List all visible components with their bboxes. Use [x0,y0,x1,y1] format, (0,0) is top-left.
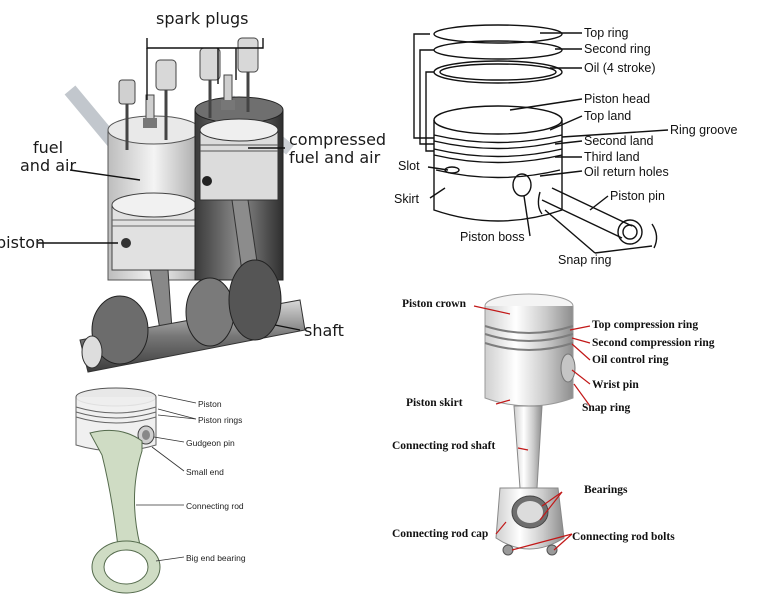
piston-pin [541,187,643,245]
pa-label-wrist-pin: Wrist pin [592,379,639,391]
pa-label-oil-control-ring: Oil control ring [592,354,669,366]
pa-label-second-compression-ring: Second compression ring [592,337,715,349]
connecting-rod-illustration [60,385,260,607]
label-third-land: Third land [584,150,640,164]
piston-rings-panel: Top ring Second ring Oil (4 stroke) Pist… [390,10,783,280]
left-piston-pin [121,238,131,248]
left-connecting-rod [149,269,173,331]
label-fuel-and-air: fuel and air [289,148,381,167]
pa-label-top-compression-ring: Top compression ring [592,319,699,331]
piston-assembly-illustration [392,288,783,580]
piston-rings-leaders [413,32,669,254]
piston-rings-drawing [413,24,669,254]
snap-ring-left [537,191,543,215]
pa-label-piston-crown: Piston crown [402,298,466,310]
right-piston [199,129,279,201]
piston-boss [512,173,532,197]
pa-label-bearings: Bearings [584,484,628,496]
left-piston-crown [111,192,197,218]
pa-label-connecting-rod-cap: Connecting rod cap [392,528,489,540]
label-top-ring: Top ring [584,26,629,40]
pa-bolt-right [546,544,558,556]
label-top-land: Top land [584,109,632,123]
label-slot: Slot [398,159,420,173]
label-oil-ring: Oil (4 stroke) [584,61,656,75]
label-snap-ring: Snap ring [558,253,612,267]
label-ring-groove: Ring groove [670,123,738,137]
valve-mid [155,59,177,140]
pa-leaders [473,305,591,551]
valve-right-1 [199,47,221,118]
label-skirt: Skirt [394,192,419,206]
spark-plug-left [143,94,157,128]
cr-label-piston: Piston [198,399,222,409]
label-piston-head: Piston head [584,92,651,106]
label-piston-boss: Piston boss [460,230,525,244]
pa-wrist-pin [560,353,576,383]
pa-label-connecting-rod-shaft: Connecting rod shaft [392,440,496,452]
piston-head [433,105,563,135]
crank-web-left [91,295,149,365]
pa-bolt-left [502,544,514,556]
snap-ring-right [651,223,658,249]
label-piston: piston [0,233,46,252]
label-oil-return-holes: Oil return holes [584,165,669,179]
label-second-ring: Second ring [584,42,651,56]
pa-label-piston-skirt: Piston skirt [406,397,463,409]
engine-cutaway-illustration [38,37,306,373]
cr-label-small-end: Small end [186,467,224,477]
engine-cutaway-panel: spark plugs fuel and air compressed fuel… [0,0,392,385]
cr-label-big-end-bearing: Big end bearing [186,553,246,563]
cr-rod [89,429,143,548]
piston-body [433,120,563,222]
label-spark-plugs: spark plugs [156,9,249,28]
valve-right-2 [237,37,259,112]
cr-label-gudgeon-pin: Gudgeon pin [186,438,235,448]
label-and-air: and air [20,156,77,175]
pa-label-snap-ring: Snap ring [582,402,631,414]
cr-label-piston-rings: Piston rings [198,415,243,425]
label-shaft: shaft [304,321,344,340]
cr-leaders [136,394,197,562]
label-second-land: Second land [584,134,654,148]
label-compressed: compressed [289,130,387,149]
label-fuel: fuel [33,138,64,157]
label-piston-pin: Piston pin [610,189,665,203]
crank-web-right [228,259,282,341]
pa-piston-body [484,306,574,407]
connecting-rod-panel: Piston Piston rings Gudgeon pin Small en… [60,385,260,607]
pa-label-connecting-rod-bolts: Connecting rod bolts [572,531,675,543]
piston-assembly-panel: Piston crown Top compression ring Second… [392,288,783,580]
top-ring [433,24,563,44]
cr-label-connecting-rod: Connecting rod [186,501,244,511]
crank-web-mid [185,277,235,347]
spark-plug-right [221,74,235,110]
valve-left [118,79,136,150]
engine-leader-lines [38,38,301,331]
